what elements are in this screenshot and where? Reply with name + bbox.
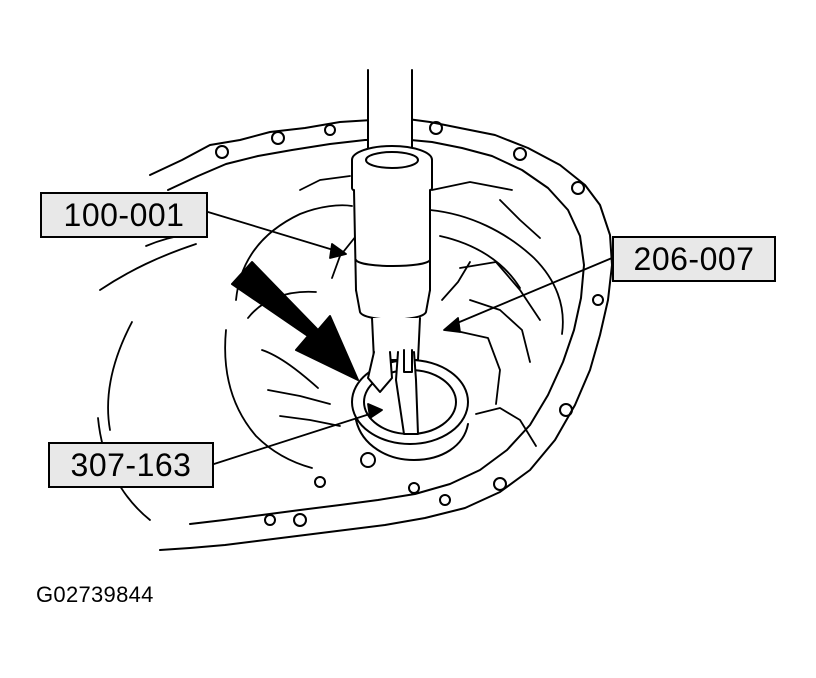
case-flange [149,117,613,551]
figure-code: G02739844 [36,582,154,607]
callout-label-tool-100-001: 100-001 [40,192,208,238]
installer-tool [351,69,433,435]
leader-lines [207,211,613,465]
callout-label-tool-307-163: 307-163 [48,442,214,488]
callout-label-tool-206-007: 206-007 [612,236,776,282]
direction-arrow [231,261,359,381]
